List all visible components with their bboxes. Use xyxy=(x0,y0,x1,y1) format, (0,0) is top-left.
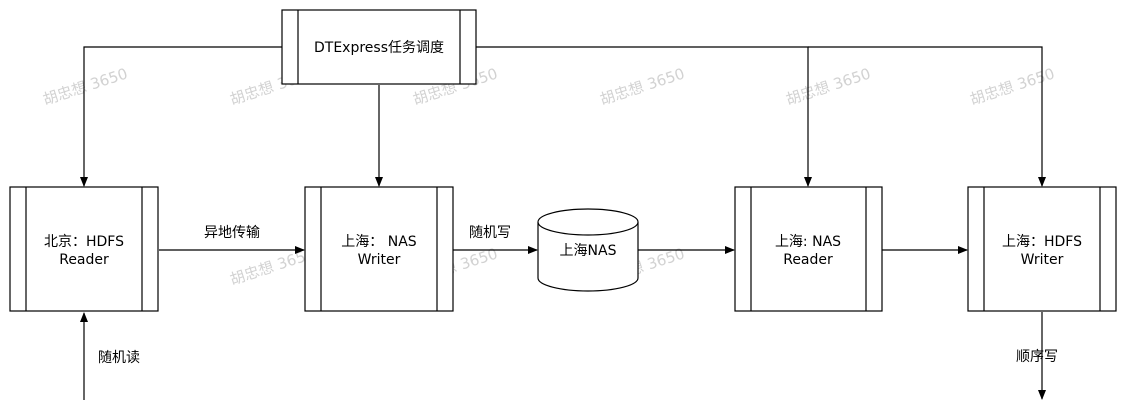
watermark: 胡忠想 3650 xyxy=(228,245,317,289)
watermark: 胡忠想 3650 xyxy=(968,65,1057,109)
node-scheduler-label: DTExpress任务调度 xyxy=(314,40,444,56)
edge-label-random-write: 随机写 xyxy=(469,225,511,241)
node-sh-hdfs-writer: 上海：HDFS Writer xyxy=(967,186,1117,312)
node-sh-nas-label: 上海NAS xyxy=(560,243,617,259)
node-scheduler: DTExpress任务调度 xyxy=(281,9,477,85)
edge-layer xyxy=(80,46,1046,400)
edge-scheduler-to-sh-hdfs-writer xyxy=(808,46,1046,187)
node-sh-nas-writer: 上海： NAS Writer xyxy=(304,186,454,312)
watermark: 胡忠想 3650 xyxy=(598,65,687,109)
node-sh-nas-reader-line1: 上海: NAS xyxy=(775,234,841,250)
node-sh-nas-reader-line2: Reader xyxy=(783,252,833,268)
node-sh-hdfs-writer-line1: 上海：HDFS xyxy=(1002,234,1082,250)
node-bj-hdfs-reader: 北京：HDFS Reader xyxy=(9,186,159,312)
edge-label-sequential-write: 顺序写 xyxy=(1016,349,1058,365)
edge-scheduler-to-bj-reader xyxy=(80,46,282,187)
node-bj-reader-line1: 北京：HDFS xyxy=(44,234,124,250)
edge-label-random-read: 随机读 xyxy=(98,349,140,366)
watermark: 胡忠想 3650 xyxy=(41,65,130,109)
edge-labels: 异地传输 随机写 随机读 顺序写 xyxy=(98,225,1058,366)
edge-scheduler-to-sh-nas-reader xyxy=(476,46,812,187)
node-sh-nas-storage: 上海NAS xyxy=(537,208,639,292)
node-bj-reader-line2: Reader xyxy=(59,252,109,268)
node-sh-nas-reader: 上海: NAS Reader xyxy=(734,186,883,312)
edge-label-transfer: 异地传输 xyxy=(204,225,260,241)
node-sh-nas-writer-line1: 上海： NAS xyxy=(341,234,416,250)
node-sh-nas-writer-line2: Writer xyxy=(358,252,401,268)
watermark: 胡忠想 3650 xyxy=(784,65,873,109)
node-sh-hdfs-writer-line2: Writer xyxy=(1021,252,1064,268)
